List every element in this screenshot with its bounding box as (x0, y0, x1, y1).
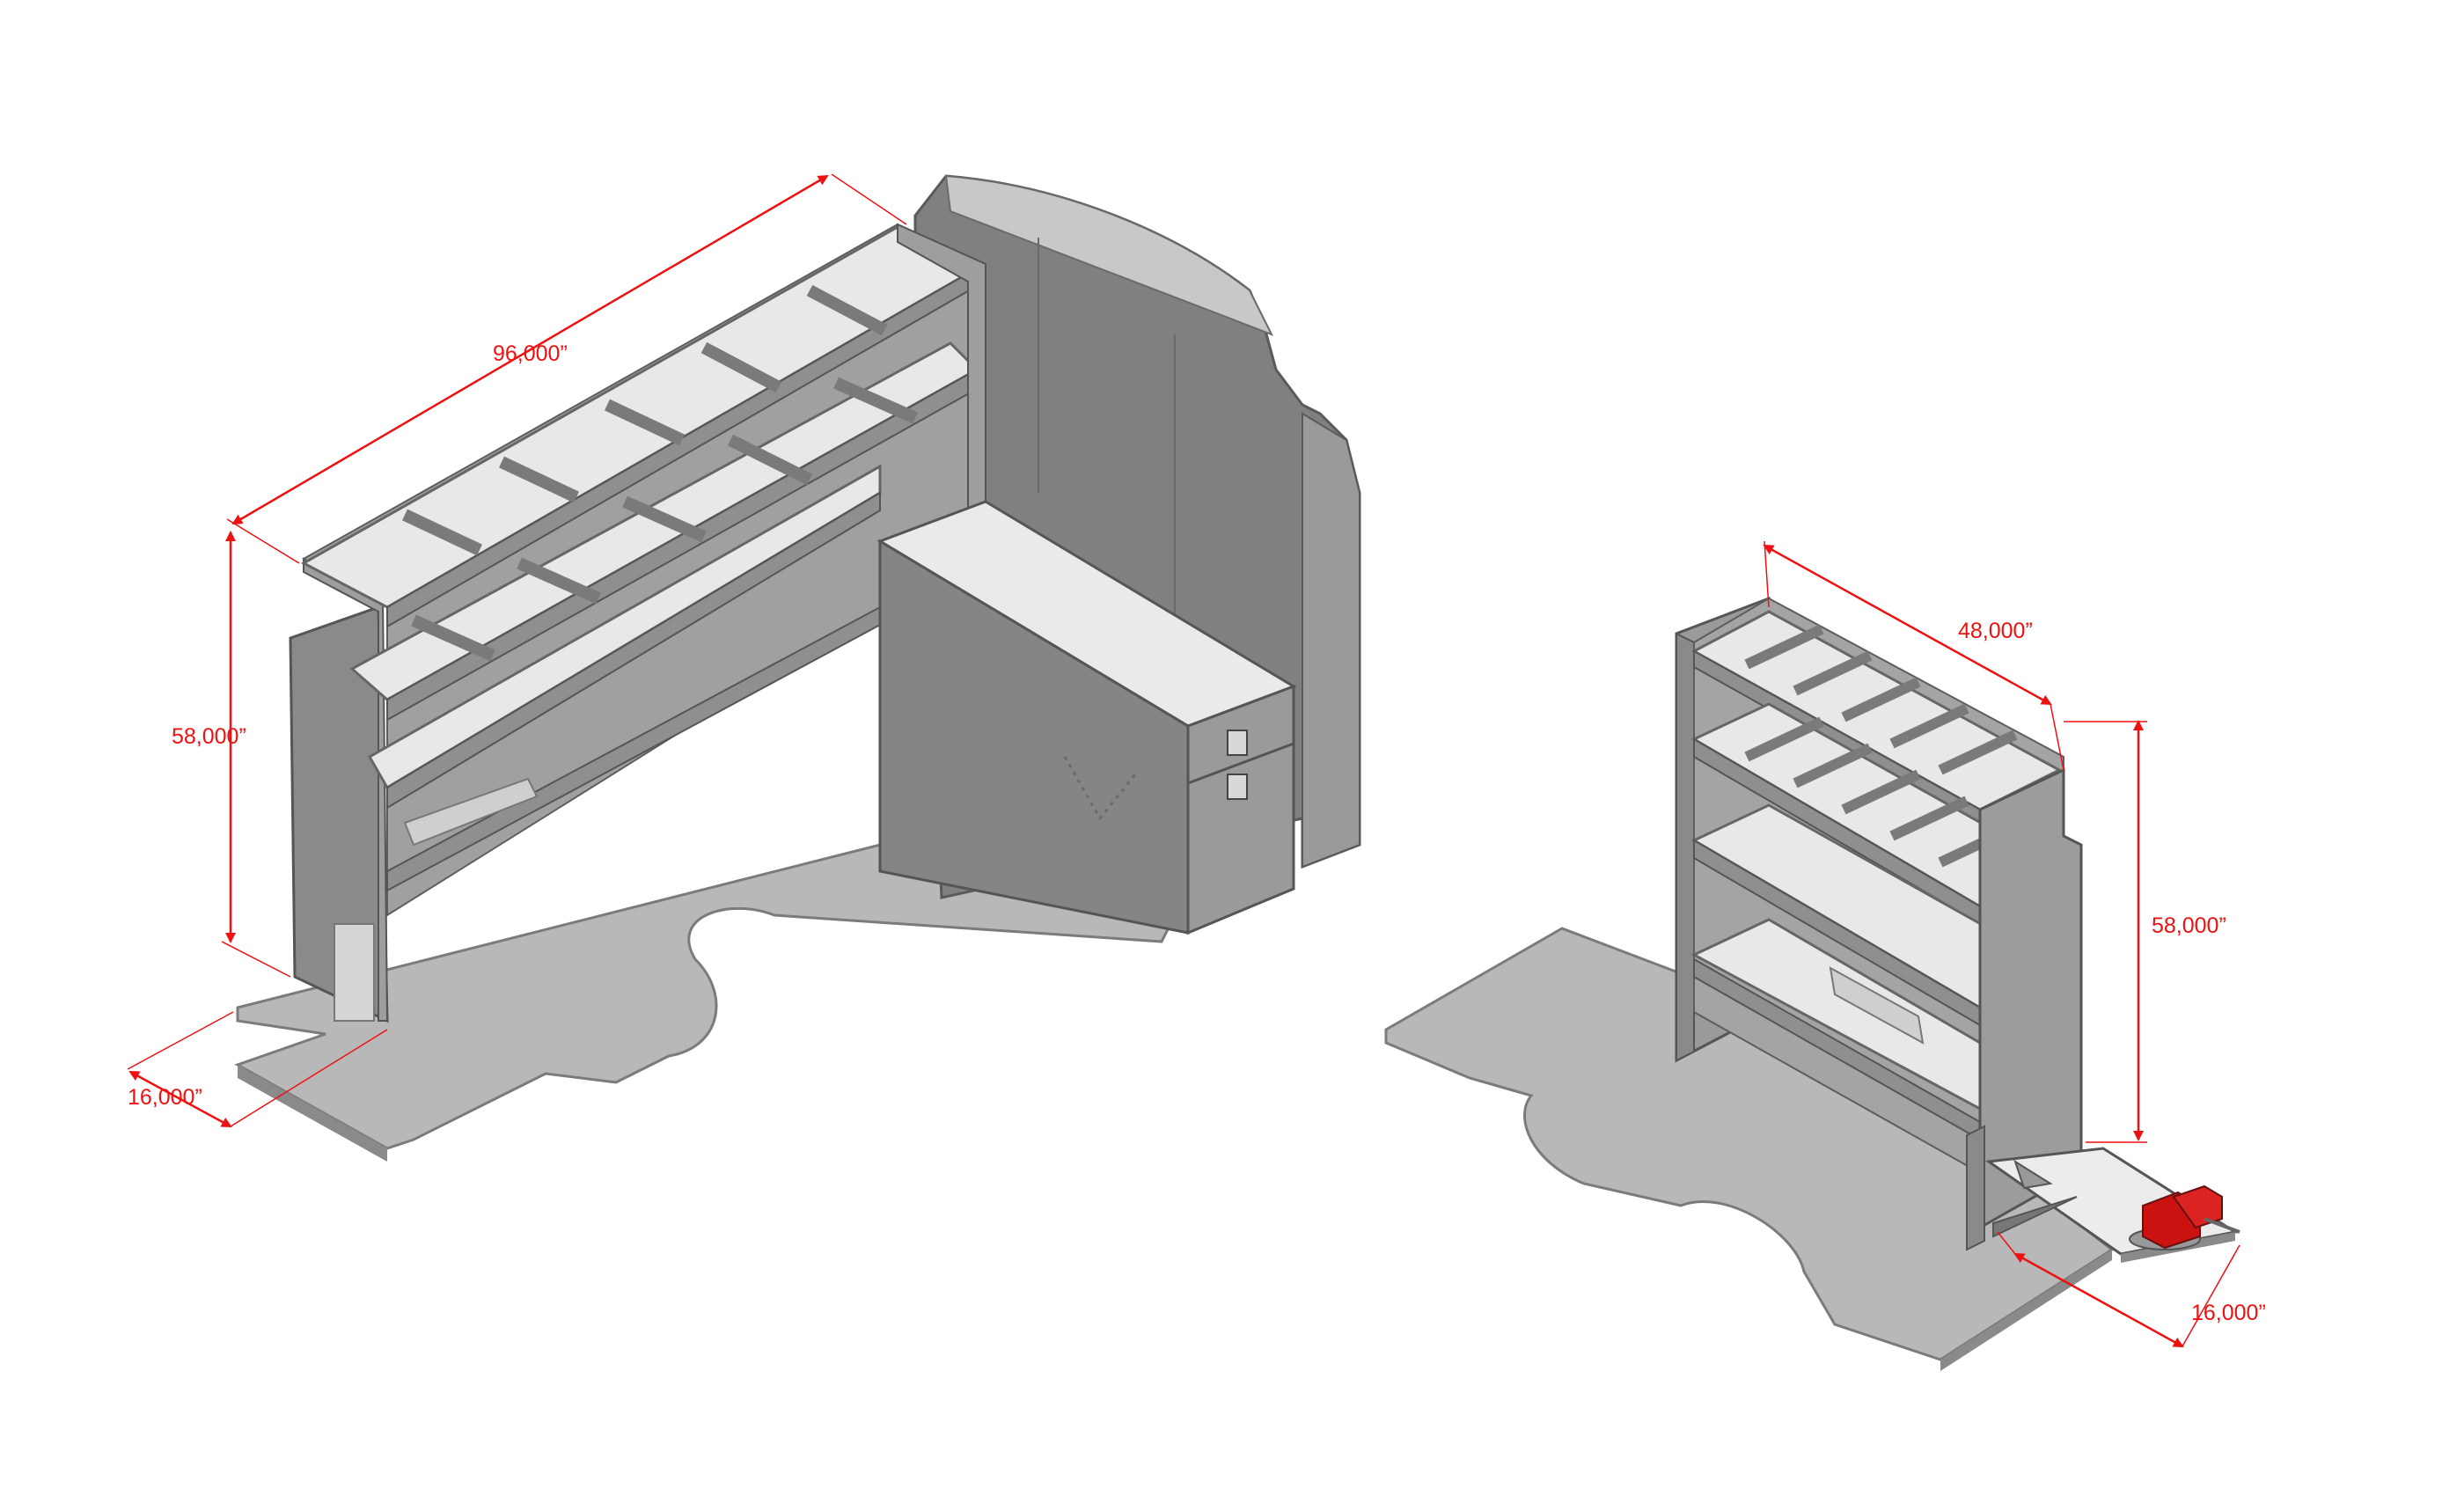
right-dimensions: 48,000” 58,000” 16,000” (1763, 540, 2266, 1348)
left-width-label: 96,000” (493, 341, 568, 366)
left-width-dim-line (231, 174, 829, 525)
left-drawer-cabinet (876, 500, 1297, 935)
left-van-assembly: 96,000” 58,000” 16,000” (127, 173, 1361, 1162)
right-shelving-unit-48 (1675, 596, 2083, 1251)
right-width-dim-line (1763, 544, 2052, 706)
right-width-label: 48,000” (1958, 619, 2033, 643)
left-height-label: 58,000” (172, 724, 246, 749)
bench-vise (2129, 1184, 2240, 1250)
left-dimensions: 96,000” 58,000” 16,000” (127, 173, 907, 1128)
right-van-assembly: 48,000” 58,000” 16,000” (1384, 540, 2266, 1371)
left-depth-label: 16,000” (128, 1085, 202, 1110)
left-floor-plate (234, 843, 1173, 1162)
right-height-label: 58,000” (2152, 913, 2226, 938)
right-depth-dim-line (2013, 1252, 2184, 1348)
left-depth-dim-line (128, 1070, 232, 1128)
right-depth-label: 16,000” (2191, 1301, 2266, 1325)
